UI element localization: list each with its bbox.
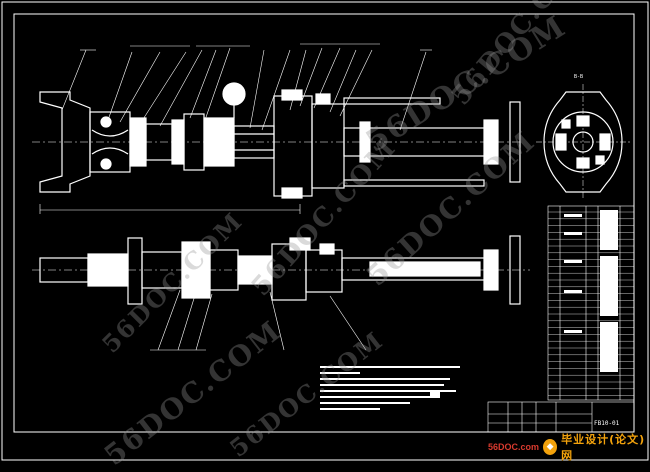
brand-name: 毕业设计(论文)网 [561,433,646,462]
parts-list-rows [548,211,634,396]
drawing-number: FB10-01 [594,420,620,427]
site-logo: 56DOC.com ◆ 毕业设计(论文)网 [488,433,646,462]
top-leader-lines [61,43,432,131]
parts-list-fill [564,210,618,372]
graduation-cap-icon: ◆ [543,439,558,455]
engineering-drawing [1,1,649,461]
brand-domain: 56DOC.com [488,442,540,452]
section-label: B-B [574,74,584,80]
top-view-assembly [32,82,521,214]
outer-frame [1,1,649,461]
front-view-assembly [32,235,530,305]
parts-list-table [547,205,635,401]
section-view-b-b [536,84,630,200]
technical-notes [320,366,460,410]
front-leader-lines [150,289,367,351]
title-block [487,401,635,433]
